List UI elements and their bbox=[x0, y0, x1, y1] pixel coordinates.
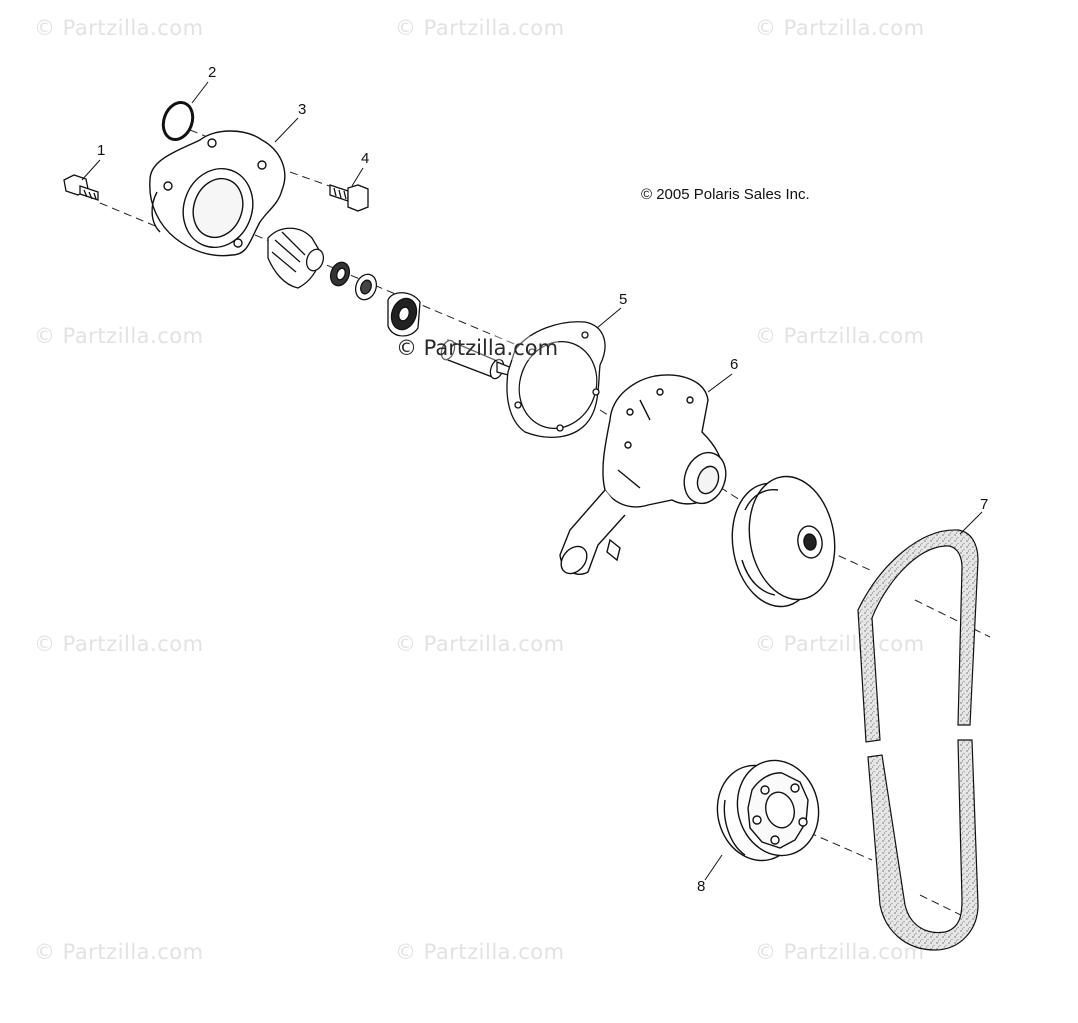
bolt-part-1 bbox=[63, 174, 99, 201]
watermark: © Partzilla.com bbox=[755, 324, 925, 348]
callout-8: 8 bbox=[697, 878, 706, 895]
callout-2: 2 bbox=[208, 64, 217, 81]
impeller bbox=[267, 227, 325, 289]
bearing bbox=[387, 292, 421, 337]
watermark: © Partzilla.com bbox=[755, 940, 925, 964]
pump-housing-part-6 bbox=[559, 374, 727, 575]
drive-belt-part-7 bbox=[857, 529, 979, 951]
callout-6: 6 bbox=[730, 356, 739, 373]
watermark: © Partzilla.com bbox=[755, 16, 925, 40]
bolt-part-4 bbox=[329, 184, 369, 212]
watermark: © Partzilla.com bbox=[755, 632, 925, 656]
watermark: © Partzilla.com bbox=[34, 324, 204, 348]
center-watermark: © Partzilla.com bbox=[396, 336, 559, 360]
watermark: © Partzilla.com bbox=[34, 940, 204, 964]
callout-4: 4 bbox=[361, 150, 370, 167]
callout-5: 5 bbox=[619, 291, 628, 308]
watermark: © Partzilla.com bbox=[34, 632, 204, 656]
pump-pulley bbox=[731, 475, 836, 608]
callout-3: 3 bbox=[298, 101, 307, 118]
watermark: © Partzilla.com bbox=[395, 16, 565, 40]
o-ring-part-2 bbox=[161, 101, 195, 141]
seal-washer bbox=[329, 261, 351, 287]
callout-1: 1 bbox=[97, 142, 106, 159]
leader-lines bbox=[81, 81, 983, 881]
watermark: © Partzilla.com bbox=[395, 940, 565, 964]
gasket-part-5 bbox=[506, 321, 606, 438]
watermark: © Partzilla.com bbox=[395, 632, 565, 656]
pump-cover-part-3 bbox=[149, 130, 286, 257]
copyright-notice: © 2005 Polaris Sales Inc. bbox=[641, 186, 810, 203]
watermark: © Partzilla.com bbox=[34, 16, 204, 40]
crank-pulley-part-8 bbox=[716, 759, 820, 862]
seal-ring bbox=[354, 273, 378, 301]
callout-7: 7 bbox=[980, 496, 989, 513]
